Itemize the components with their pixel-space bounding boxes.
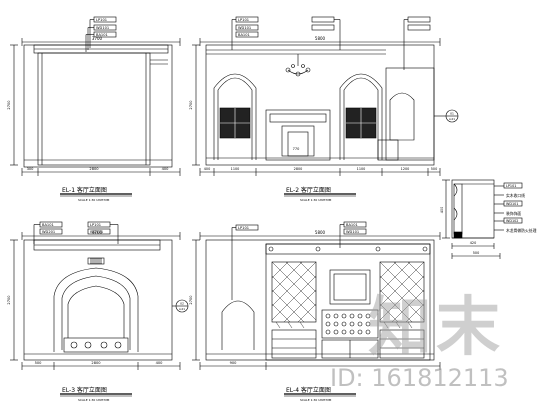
watermark-id: ID: 161812113 (330, 364, 509, 392)
drawing-2-dim-a: 400 (204, 167, 210, 171)
drawing-2-tag-boxes: LP101 WD101 BA101 (231, 16, 431, 70)
drawing-1-dim-a: 300 (27, 167, 35, 171)
drawing-4-top-dim: 5800 (315, 230, 326, 235)
drawing-2-tag-1: LP101 (238, 18, 249, 22)
section-label-trim: 实木收口线 (506, 193, 525, 198)
drawing-1-title: EL-1 客厅立面图 (62, 186, 107, 194)
drawing-2-dim-c: 2800 (294, 167, 303, 171)
elevation-drawing-1: 3700 LP101 WD101 BA101 300 2800 400 (7, 16, 181, 202)
drawing-2-scale: SCALE 1:30 UNIT:MM (300, 198, 332, 202)
drawing-2-dim-e: 1200 (401, 167, 410, 171)
drawing-3-title: EL-3 客厅立面图 (62, 386, 107, 394)
drawing-2-title: EL-2 客厅立面图 (286, 186, 331, 194)
drawing-1-tag-1: LP101 (96, 18, 107, 22)
drawing-3-dim-a: 500 (35, 361, 43, 365)
drawing-3-side-dim: 2700 (7, 295, 11, 305)
drawing-4-dim-a: 900 (230, 361, 238, 365)
drawing-4-tag-2: BA101 (346, 223, 358, 227)
callout-01-bottom: A-01 (449, 117, 455, 121)
drawing-2-mid-dim: 770 (293, 147, 300, 151)
drawing-1-side-dim: 2700 (7, 100, 11, 110)
drawing-3-scale: SCALE 1:30 UNIT:MM (78, 398, 110, 402)
callout-01-top: 01 (450, 112, 454, 116)
drawing-1-dim-c: 400 (162, 167, 170, 171)
elevation-drawing-2: 5800 LP101 WD101 BA101 (189, 16, 441, 202)
drawing-1-dim-b: 2800 (89, 167, 99, 171)
drawing-1-tag-boxes: LP101 WD101 BA101 (85, 16, 117, 52)
drawing-3-tag-2: WD101 (90, 230, 103, 234)
drawing-4-tag-3: WD101 (346, 230, 359, 234)
section-callout-01: 01 A-01 (434, 109, 459, 123)
section-callout-02: 02 A-01 (172, 299, 189, 313)
drawing-1-top-dim: 3700 (92, 36, 103, 41)
drawing-2-dim-b: 1100 (231, 167, 240, 171)
section-dim-b: 500 (473, 251, 479, 255)
drawing-4-tag-boxes: LP101 BA101 WD101 (231, 221, 367, 300)
callout-02-bottom: A-01 (179, 307, 185, 311)
drawing-4-tag-1: LP101 (238, 226, 249, 230)
drawing-2-tag-2: WD101 (238, 26, 251, 30)
section-dim-height: 400 (440, 207, 444, 213)
elevation-drawing-3: 3700 LP101 WD101 BA101 WD201 500 2800 40… (7, 221, 181, 402)
section-dim-a: 420 (470, 241, 476, 245)
drawing-1-tag-3: BA101 (96, 33, 108, 37)
elevation-drawing-4: 5800 LP101 BA101 WD101 (189, 221, 441, 402)
section-label-finish: 装饰饰面 (506, 211, 521, 216)
drawing-4-side-dim: 2700 (189, 295, 193, 305)
drawing-3-tag-boxes: LP101 WD101 BA101 WD201 (33, 221, 119, 244)
drawing-2-dim-f: 500 (431, 167, 437, 171)
lattice-right (379, 261, 425, 323)
drawing-4-scale: SCALE 1:30 UNIT:MM (300, 398, 332, 402)
lattice-left (271, 261, 317, 323)
drawing-2-side-dim: 2700 (189, 100, 193, 110)
drawing-4-title: EL-4 客厅立面图 (286, 386, 331, 394)
watermark-logo: 知末 (368, 291, 504, 365)
wine-rack (325, 313, 371, 335)
drawing-1-tag-2: WD101 (96, 26, 109, 30)
section-label-wd101: WD101 (506, 202, 518, 206)
section-detail: 400 420 500 LP101 实木收口线 WD101 装饰饰面 WD102… (440, 179, 537, 259)
drawing-3-dim-c: 400 (156, 361, 164, 365)
section-label-lp101: LP101 (506, 184, 516, 188)
drawing-2-tag-3: BA101 (238, 33, 250, 37)
drawing-2-top-dim: 5800 (315, 36, 326, 41)
drawing-3-tag-4: WD201 (42, 230, 55, 234)
section-label-wd102: WD102 (506, 219, 518, 223)
drawing-1-scale: SCALE 1:30 UNIT:MM (78, 198, 110, 202)
drawing-3-tag-1: LP101 (90, 223, 101, 227)
section-label-frame: 木龙骨做防火处理 (506, 228, 537, 233)
drawing-3-tag-3: BA101 (42, 223, 54, 227)
drawing-3-top-dim: 3700 (92, 230, 103, 235)
drawing-3-dim-b: 2800 (91, 361, 101, 365)
drawing-2-dim-d: 1100 (357, 167, 366, 171)
callout-02-top: 02 (180, 302, 184, 306)
